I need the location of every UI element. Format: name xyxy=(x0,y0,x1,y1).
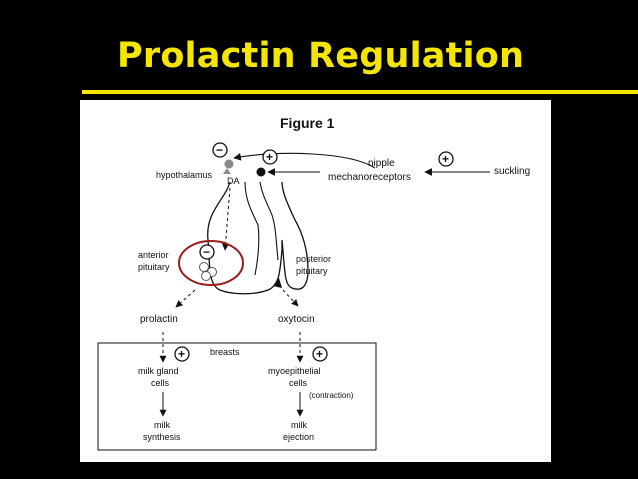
nipple-label-line1: nipple xyxy=(368,158,395,169)
plus-sign-myoepithelial xyxy=(312,346,328,362)
posterior-label-line1: posterior xyxy=(296,254,331,264)
arrow-anterior-to-prolactin xyxy=(175,289,196,308)
posterior-terminal-marker xyxy=(273,278,282,288)
milk-ejection-label-line1: milk xyxy=(291,420,307,430)
nipple-signal-node xyxy=(256,167,266,177)
myoepithelial-label-line1: myoepithelial xyxy=(268,366,321,376)
dopamine-label: DA xyxy=(227,176,240,186)
diagram-canvas: Figure 1 hypothalamus DA − + nipple mech… xyxy=(97,115,530,451)
plus-sign-suckling xyxy=(438,151,454,167)
anterior-pituitary-highlight xyxy=(178,240,244,286)
diagram-figure: Figure 1 hypothalamus DA − + nipple mech… xyxy=(80,100,551,462)
breasts-label: breasts xyxy=(210,347,240,357)
hypothalamus-label: hypothalamus xyxy=(156,170,213,180)
milk-gland-label-line2: cells xyxy=(151,378,170,388)
arrow-posterior-to-oxytocin xyxy=(282,289,299,307)
myoepithelial-label-line2: cells xyxy=(289,378,308,388)
title-underline xyxy=(82,90,638,94)
contraction-label: (contraction) xyxy=(309,391,354,400)
anterior-label-line2: pituitary xyxy=(138,262,170,272)
nipple-label-line2: mechanoreceptors xyxy=(328,172,411,183)
dashed-dopamine-path xyxy=(222,187,231,251)
minus-sign-hypothalamus xyxy=(212,142,228,158)
plus-sign-milk-gland xyxy=(174,346,190,362)
arrow-nipple-to-hypothalamus xyxy=(233,152,376,169)
dopamine-neuron-node xyxy=(224,159,234,169)
plus-sign-glyph-myoepithelial: + xyxy=(316,347,323,361)
dopamine-neuron-tail xyxy=(223,168,231,174)
minus-sign-glyph-anterior: − xyxy=(203,245,210,259)
prolactin-label: prolactin xyxy=(140,314,178,325)
plus-sign-glyph-milk-gland: + xyxy=(178,347,185,361)
suckling-label: suckling xyxy=(494,166,530,177)
breasts-box xyxy=(97,342,377,451)
anterior-label-line1: anterior xyxy=(138,250,169,260)
lactotroph-cell xyxy=(201,271,211,281)
plus-sign-nipple xyxy=(262,149,278,165)
figure-title: Figure 1 xyxy=(280,115,335,131)
pituitary-outline xyxy=(207,181,309,295)
milk-synthesis-label-line1: milk xyxy=(154,420,170,430)
posterior-label-line2: pituitary xyxy=(296,266,328,276)
minus-sign-glyph: − xyxy=(216,143,223,157)
oxytocin-label: oxytocin xyxy=(278,314,315,325)
milk-synthesis-label-line2: synthesis xyxy=(143,432,181,442)
milk-gland-label-line1: milk gland xyxy=(138,366,179,376)
stalk-line-left xyxy=(244,181,260,276)
plus-sign-glyph-suckling: + xyxy=(442,152,449,166)
plus-sign-glyph-nipple: + xyxy=(266,150,273,164)
slide-title: Prolactin Regulation xyxy=(117,36,525,76)
stalk-line-right xyxy=(259,181,279,261)
minus-sign-anterior xyxy=(199,244,215,260)
lactotroph-cell xyxy=(199,262,209,272)
milk-ejection-label-line2: ejection xyxy=(283,432,314,442)
